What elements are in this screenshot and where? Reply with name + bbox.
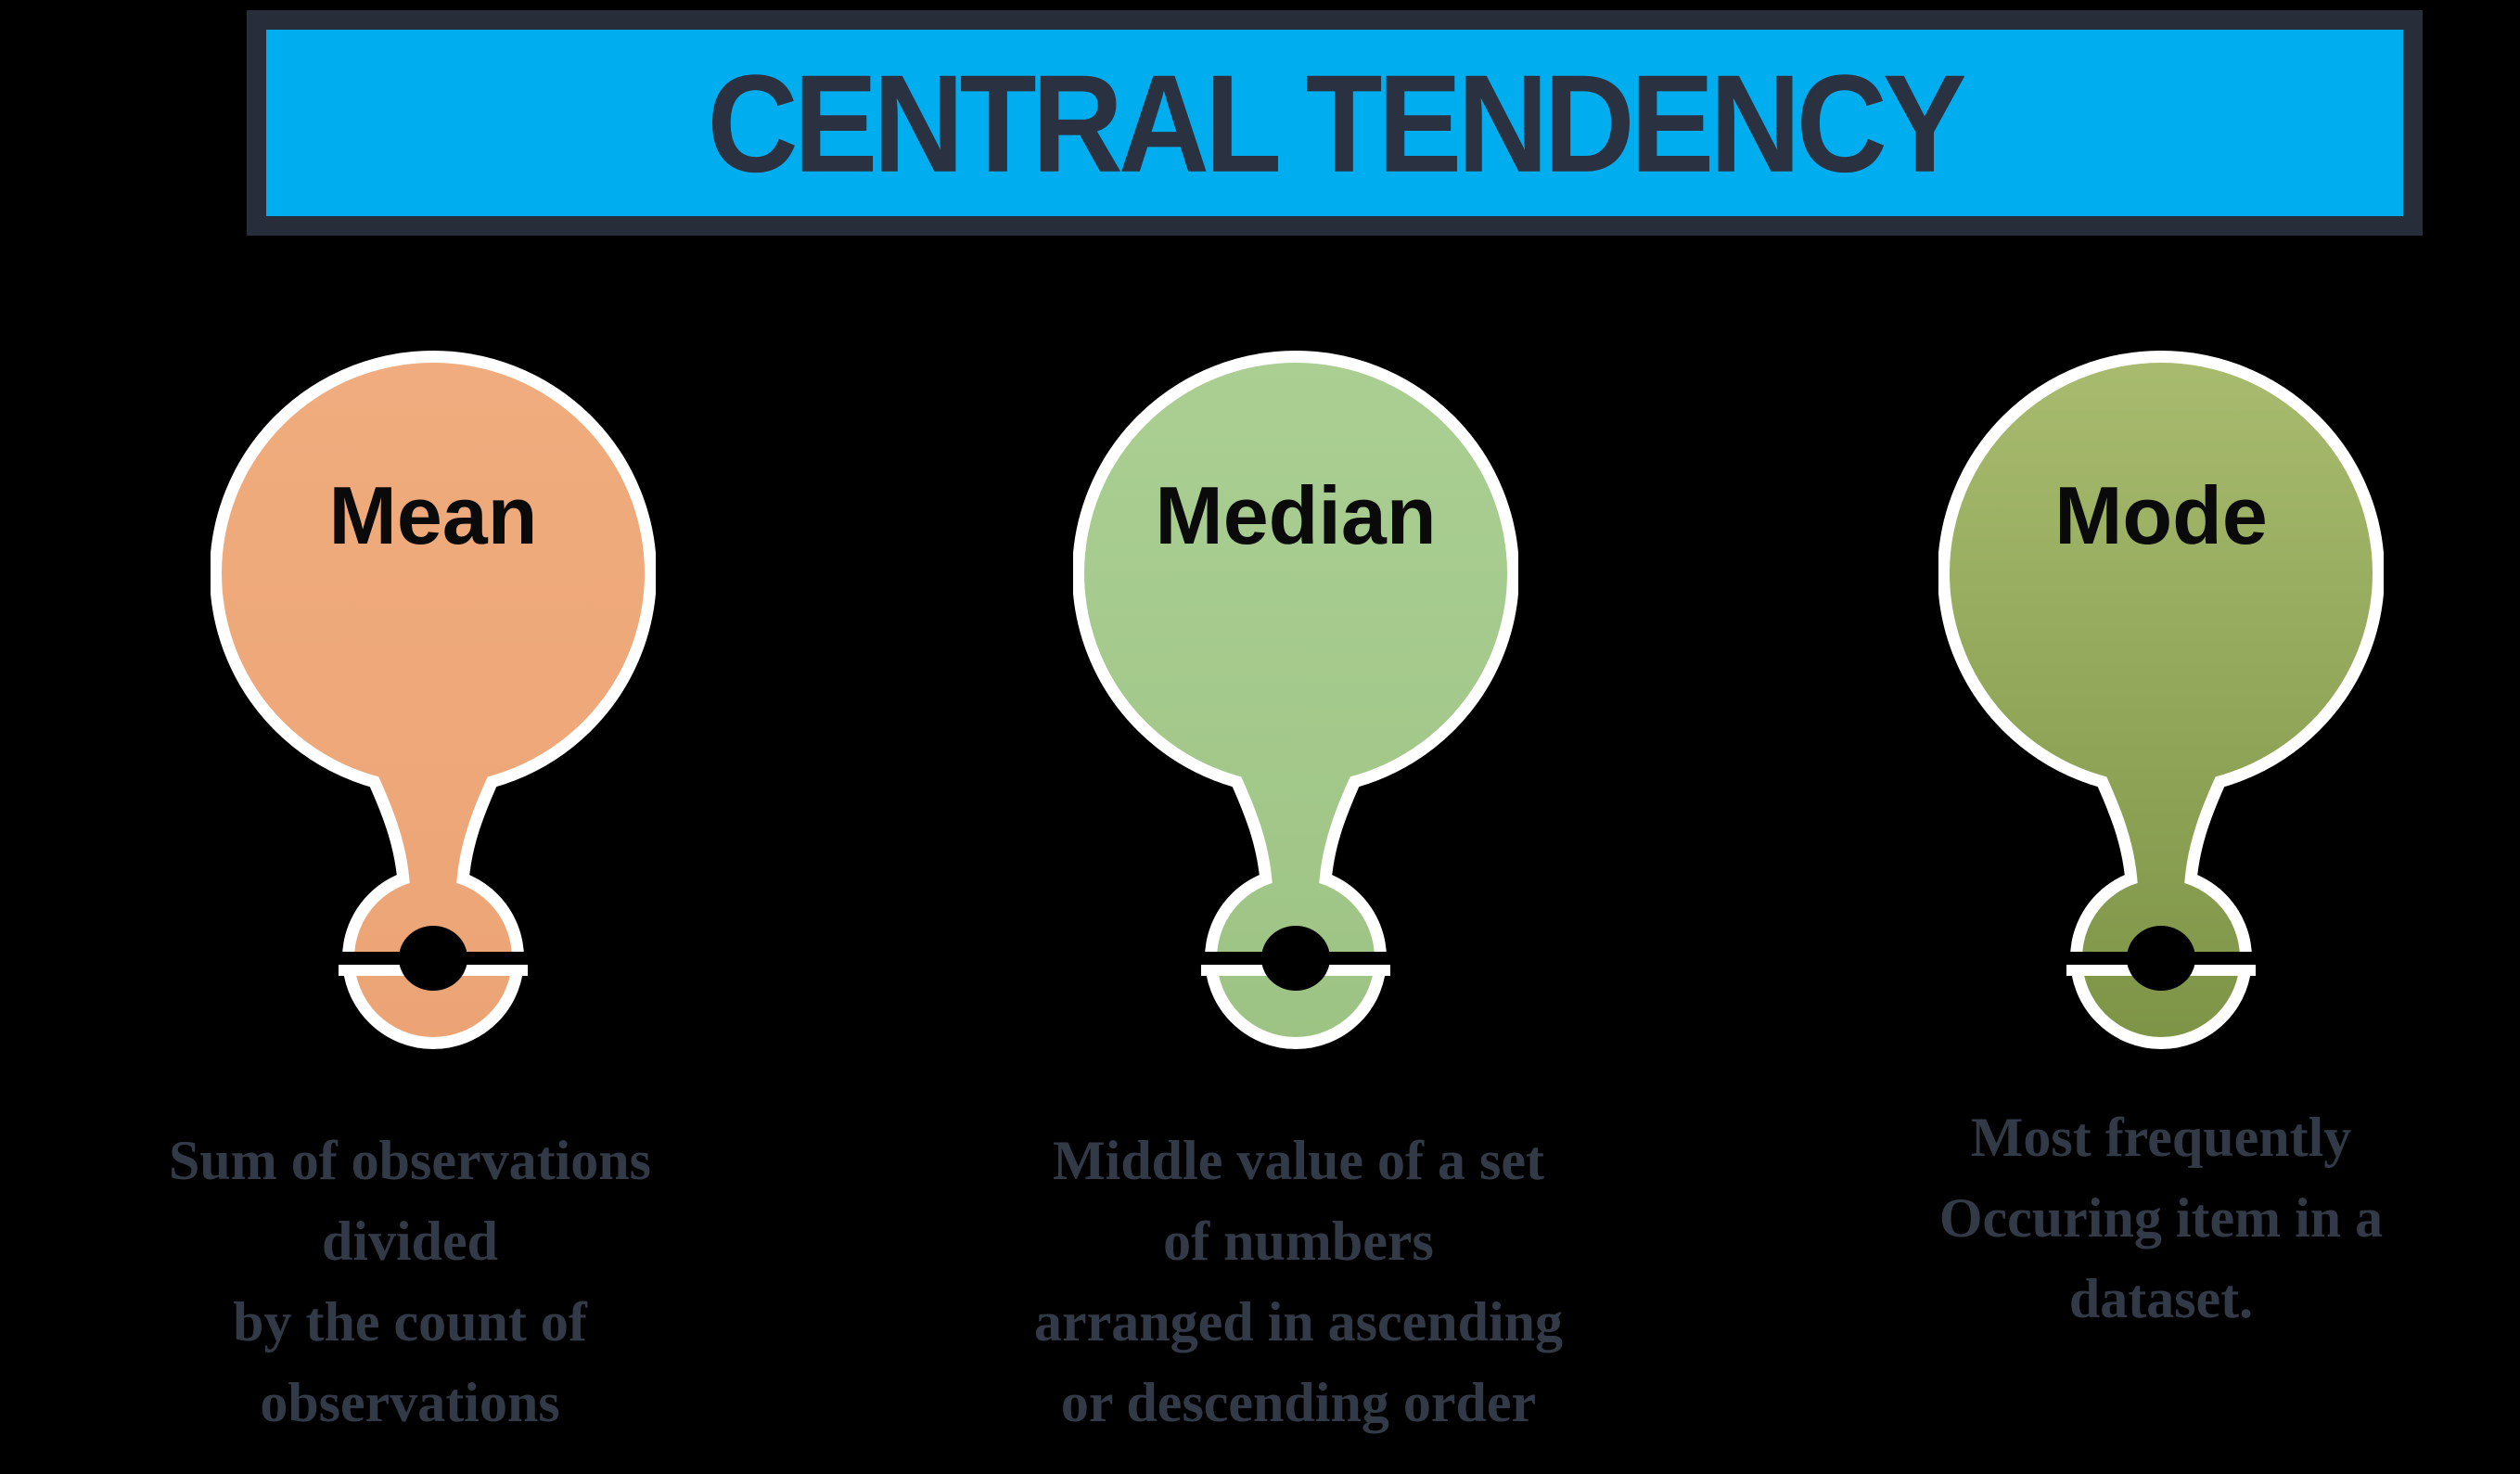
mode-balloon-icon: Mode (1938, 351, 2384, 1049)
header-banner: CENTRAL TENDENCY (247, 10, 2423, 236)
mean-balloon-icon: Mean (211, 351, 656, 1049)
median-balloon-icon: Median (1073, 351, 1518, 1049)
balloon-label-mode: Mode (2054, 469, 2268, 561)
pin-dot-icon (2127, 926, 2195, 991)
header-banner-fill: CENTRAL TENDENCY (266, 30, 2403, 216)
balloon-neck (359, 736, 507, 903)
page-title: CENTRAL TENDENCY (707, 45, 1966, 201)
pin-dot-icon (1261, 926, 1330, 991)
mean-description: Sum of observations divided by the count… (168, 1130, 652, 1433)
median-description: Middle value of a set of numbers arrange… (1033, 1130, 1564, 1433)
balloon-body (1950, 363, 2373, 1037)
balloon-neck (2087, 736, 2235, 903)
mode-description: Most frequently Occuring item in a datas… (1938, 1107, 2384, 1329)
balloon-bubble (222, 363, 645, 784)
balloon-label-mean: Mean (329, 469, 538, 561)
balloon-body (1084, 363, 1507, 1037)
balloon-neck (1222, 736, 1370, 903)
balloon-bubble (1084, 363, 1507, 784)
balloon-bubble (1950, 363, 2373, 784)
balloon-label-median: Median (1155, 469, 1436, 561)
pin-dot-icon (399, 926, 467, 991)
